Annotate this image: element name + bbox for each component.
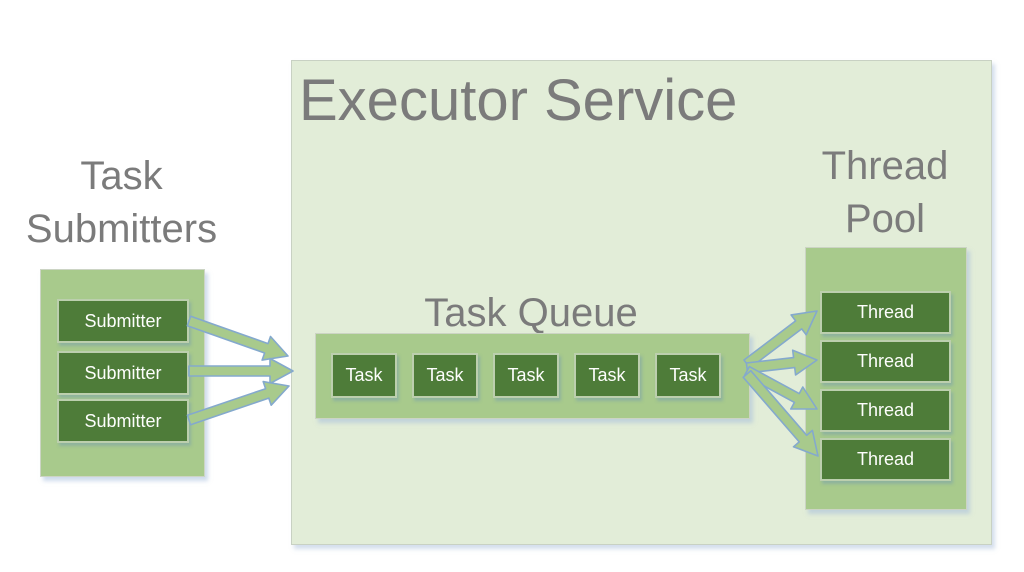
thread-box-2: Thread bbox=[820, 340, 951, 383]
executor-service-title: Executor Service bbox=[299, 68, 738, 133]
submitter-box-3: Submitter bbox=[57, 399, 189, 443]
task-box-2: Task bbox=[412, 353, 478, 398]
thread-pool-title-line2: Pool bbox=[844, 197, 926, 241]
thread-pool-title-line1: Thread bbox=[821, 144, 949, 188]
task-submitters-title-line1: Task bbox=[80, 154, 163, 198]
thread-box-4: Thread bbox=[820, 438, 951, 481]
task-submitters-container: Submitter Submitter Submitter bbox=[40, 269, 205, 477]
task-submitters-title-line2: Submitters bbox=[25, 207, 218, 251]
task-queue-container: Task Task Task Task Task bbox=[315, 333, 750, 419]
thread-box-3: Thread bbox=[820, 389, 951, 432]
submitter-box-1: Submitter bbox=[57, 299, 189, 343]
thread-pool-title: Thread Pool bbox=[785, 140, 985, 246]
task-box-5: Task bbox=[655, 353, 721, 398]
task-submitters-title: Task Submitters bbox=[19, 150, 224, 256]
thread-pool-container: Thread Thread Thread Thread bbox=[805, 247, 967, 510]
task-box-1: Task bbox=[331, 353, 397, 398]
submitter-box-2: Submitter bbox=[57, 351, 189, 395]
task-queue-title: Task Queue bbox=[424, 291, 638, 335]
task-box-3: Task bbox=[493, 353, 559, 398]
thread-box-1: Thread bbox=[820, 291, 951, 334]
task-box-4: Task bbox=[574, 353, 640, 398]
